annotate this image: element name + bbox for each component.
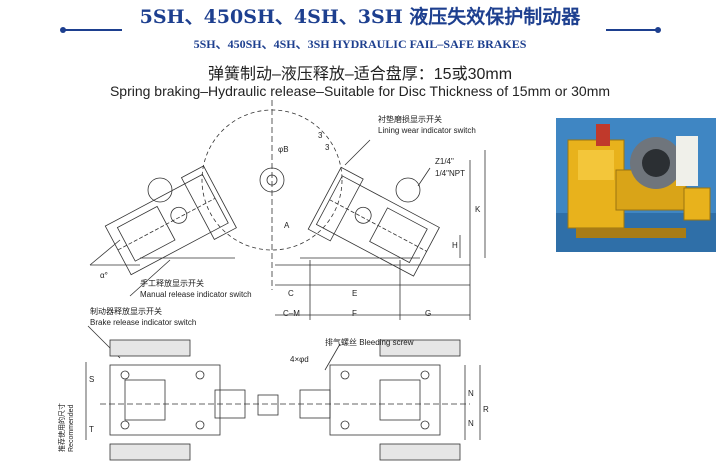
svg-text:C–M: C–M bbox=[283, 309, 300, 318]
title-rule-right bbox=[606, 29, 658, 31]
svg-text:N: N bbox=[468, 389, 474, 398]
svg-text:Manual release indicator switc: Manual release indicator switch bbox=[140, 290, 252, 299]
svg-text:Lining wear indicator switch: Lining wear indicator switch bbox=[378, 126, 476, 135]
spec-line-en: Spring braking–Hydraulic release–Suitabl… bbox=[109, 83, 611, 99]
svg-text:R: R bbox=[483, 405, 489, 414]
svg-text:K: K bbox=[475, 205, 481, 214]
svg-text:T: T bbox=[89, 425, 94, 434]
svg-text:推荐使用的尺寸: 推荐使用的尺寸 bbox=[57, 403, 66, 452]
svg-text:4×φd: 4×φd bbox=[290, 355, 309, 364]
svg-text:Brake release indicator switch: Brake release indicator switch bbox=[90, 318, 196, 327]
svg-text:G: G bbox=[425, 309, 431, 318]
title-dot-left bbox=[60, 27, 66, 33]
title-rule-left bbox=[64, 29, 122, 31]
svg-text:制动器释放显示开关: 制动器释放显示开关 bbox=[90, 306, 162, 316]
right-caliper bbox=[307, 166, 440, 277]
product-photo bbox=[556, 118, 716, 252]
svg-text:排气螺丝 Bleeding screw: 排气螺丝 Bleeding screw bbox=[325, 337, 414, 347]
svg-text:E: E bbox=[352, 289, 357, 298]
page-title-en: 5SH、450SH、4SH、3SH HYDRAULIC FAIL–SAFE BR… bbox=[193, 37, 527, 51]
svg-text:A: A bbox=[284, 221, 290, 230]
svg-text:手工释放显示开关: 手工释放显示开关 bbox=[140, 278, 204, 288]
page-title-cn: 5SH、450SH、4SH、3SH 液压失效保护制动器 bbox=[139, 6, 581, 28]
svg-text:N: N bbox=[468, 419, 474, 428]
brake-drawing: 衬垫磨损显示开关 Lining wear indicator switch Z1… bbox=[57, 100, 489, 461]
svg-text:Recommended: Recommended bbox=[68, 404, 75, 452]
svg-text:3: 3 bbox=[318, 131, 323, 140]
svg-text:1/4"NPT: 1/4"NPT bbox=[435, 169, 465, 178]
title-dot-right bbox=[655, 27, 661, 33]
svg-text:衬垫磨损显示开关: 衬垫磨损显示开关 bbox=[378, 114, 442, 124]
spec-line-cn: 弹簧制动–液压释放–适合盘厚：15或30mm bbox=[207, 66, 513, 83]
svg-text:S: S bbox=[89, 375, 94, 384]
svg-text:Z1/4": Z1/4" bbox=[435, 157, 454, 166]
plan-right-caliper bbox=[299, 364, 441, 436]
svg-text:H: H bbox=[452, 241, 458, 250]
svg-text:3: 3 bbox=[325, 143, 330, 152]
plan-left-caliper bbox=[109, 364, 246, 436]
svg-text:α°: α° bbox=[100, 271, 108, 280]
left-caliper bbox=[104, 165, 237, 276]
svg-text:C: C bbox=[288, 289, 294, 298]
svg-text:F: F bbox=[352, 309, 357, 318]
svg-text:φB: φB bbox=[278, 145, 289, 154]
disc-section bbox=[257, 394, 279, 416]
